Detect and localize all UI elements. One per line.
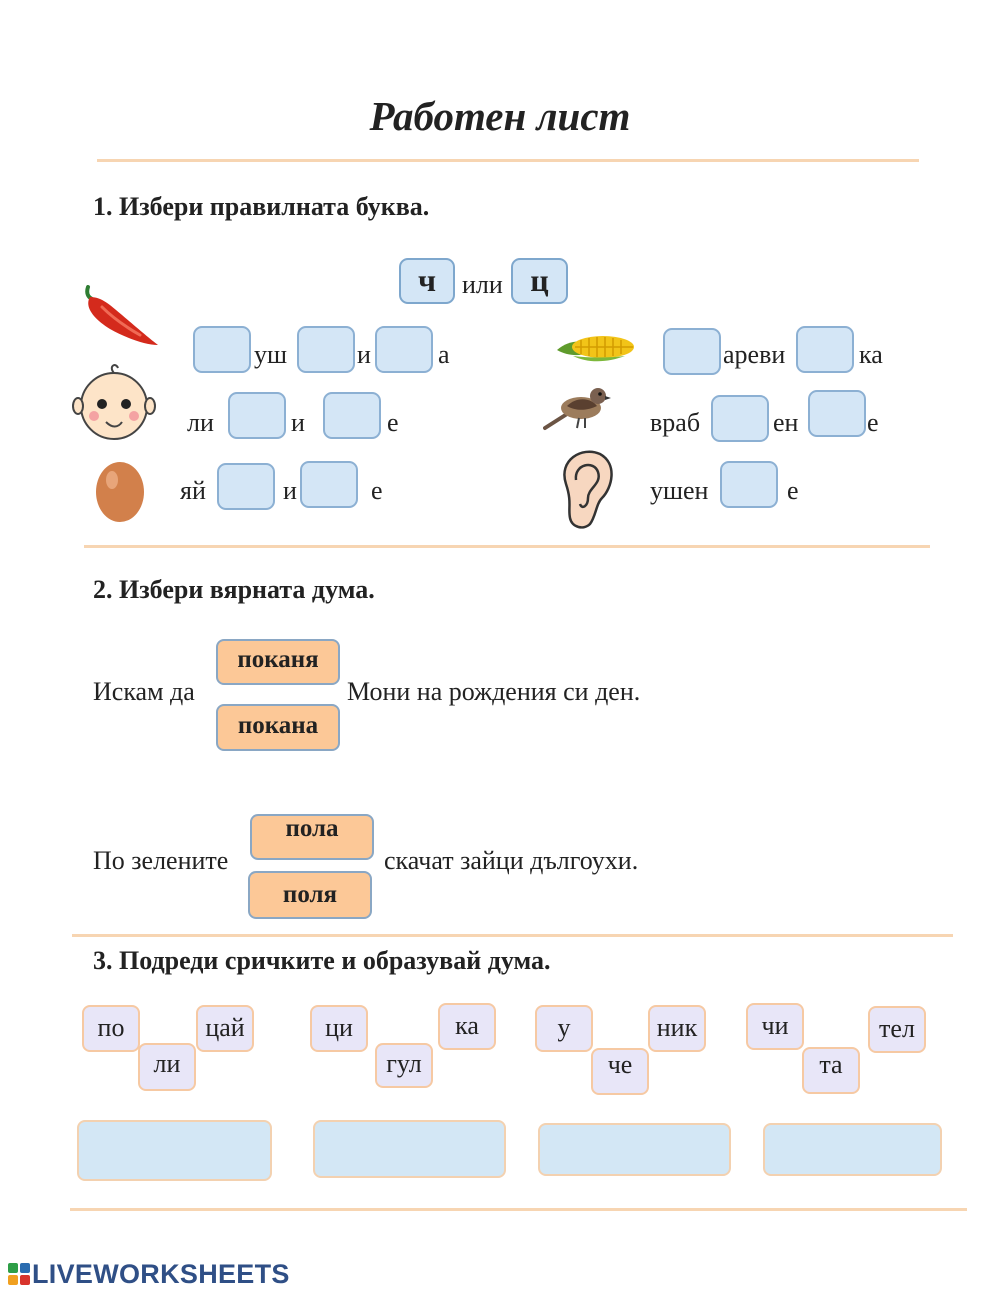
blank-field[interactable] xyxy=(375,326,433,373)
divider xyxy=(72,934,953,937)
syllable-tile[interactable]: у xyxy=(535,1005,593,1052)
syllable-tile[interactable]: по xyxy=(82,1005,140,1052)
word-fragment: яй xyxy=(180,476,206,505)
syllable-tile[interactable]: ка xyxy=(438,1003,496,1050)
blank-field[interactable] xyxy=(796,326,854,373)
sentence1-start: Искам да xyxy=(93,677,195,706)
answer-field[interactable] xyxy=(763,1123,942,1176)
blank-field[interactable] xyxy=(228,392,286,439)
blank-field[interactable] xyxy=(217,463,275,510)
syllable-tile[interactable]: цай xyxy=(196,1005,254,1052)
syllable-tile[interactable]: ци xyxy=(310,1005,368,1052)
syllable-tile[interactable]: тел xyxy=(868,1006,926,1053)
answer-field[interactable] xyxy=(77,1120,272,1181)
word-choice-option[interactable]: покана xyxy=(216,704,340,751)
word-fragment: и xyxy=(291,408,305,437)
sentence2-start: По зелените xyxy=(93,846,229,875)
logo-text: LIVEWORKSHEETS xyxy=(32,1258,290,1289)
divider xyxy=(84,545,930,548)
syllable-tile[interactable]: чи xyxy=(746,1003,804,1050)
section2-heading: 2. Избери вярната дума. xyxy=(93,575,375,604)
logo-mark-icon xyxy=(8,1263,30,1285)
syllable-tile[interactable]: ник xyxy=(648,1005,706,1052)
sparrow-icon xyxy=(543,380,613,432)
syllable-tile[interactable]: ли xyxy=(138,1043,196,1091)
egg-icon xyxy=(90,456,150,524)
blank-field[interactable] xyxy=(711,395,769,442)
divider xyxy=(70,1208,967,1211)
blank-field[interactable] xyxy=(323,392,381,439)
syllable-tile[interactable]: та xyxy=(802,1047,860,1094)
baby-face-icon xyxy=(72,360,156,444)
pepper-icon xyxy=(80,285,162,351)
page-title: Работен лист xyxy=(369,93,631,139)
word-fragment: е xyxy=(371,476,383,505)
or-label: или xyxy=(462,270,503,299)
word-fragment: ен xyxy=(773,408,799,437)
word-fragment: ушен xyxy=(650,476,709,505)
answer-field[interactable] xyxy=(313,1120,506,1178)
liveworksheets-logo: LIVEWORKSHEETS xyxy=(8,1258,290,1290)
blank-field[interactable] xyxy=(300,461,358,508)
word-fragment: и xyxy=(283,476,297,505)
word-fragment: ка xyxy=(859,340,883,369)
syllable-tile[interactable]: че xyxy=(591,1048,649,1095)
answer-field[interactable] xyxy=(538,1123,731,1176)
section1-heading: 1. Избери правилната буква. xyxy=(93,192,430,221)
blank-field[interactable] xyxy=(808,390,866,437)
letter-option-ch[interactable]: ч xyxy=(399,258,455,304)
blank-field[interactable] xyxy=(297,326,355,373)
word-fragment: враб xyxy=(650,408,701,437)
word-fragment: е xyxy=(787,476,799,505)
section3-heading: 3. Подреди сричките и образувай дума. xyxy=(93,946,551,975)
word-fragment: уш xyxy=(254,340,288,369)
sentence2-end: скачат зайци дългоухи. xyxy=(384,846,639,875)
divider xyxy=(97,159,919,162)
word-fragment: ареви xyxy=(723,340,786,369)
word-fragment: е xyxy=(387,408,399,437)
blank-field[interactable] xyxy=(193,326,251,373)
word-fragment: е xyxy=(867,408,879,437)
ear-icon xyxy=(548,444,618,530)
syllable-tile[interactable]: гул xyxy=(375,1043,433,1088)
word-choice-option[interactable]: поканя xyxy=(216,639,340,685)
corn-icon xyxy=(553,328,641,368)
letter-option-ts[interactable]: ц xyxy=(511,258,568,304)
word-choice-option[interactable]: пола xyxy=(250,814,374,860)
word-fragment: ли xyxy=(187,408,214,437)
sentence1-end: Мони на рождения си ден. xyxy=(347,677,641,706)
word-fragment: а xyxy=(438,340,450,369)
word-fragment: и xyxy=(357,340,371,369)
word-choice-option[interactable]: поля xyxy=(248,871,372,919)
blank-field[interactable] xyxy=(663,328,721,375)
blank-field[interactable] xyxy=(720,461,778,508)
